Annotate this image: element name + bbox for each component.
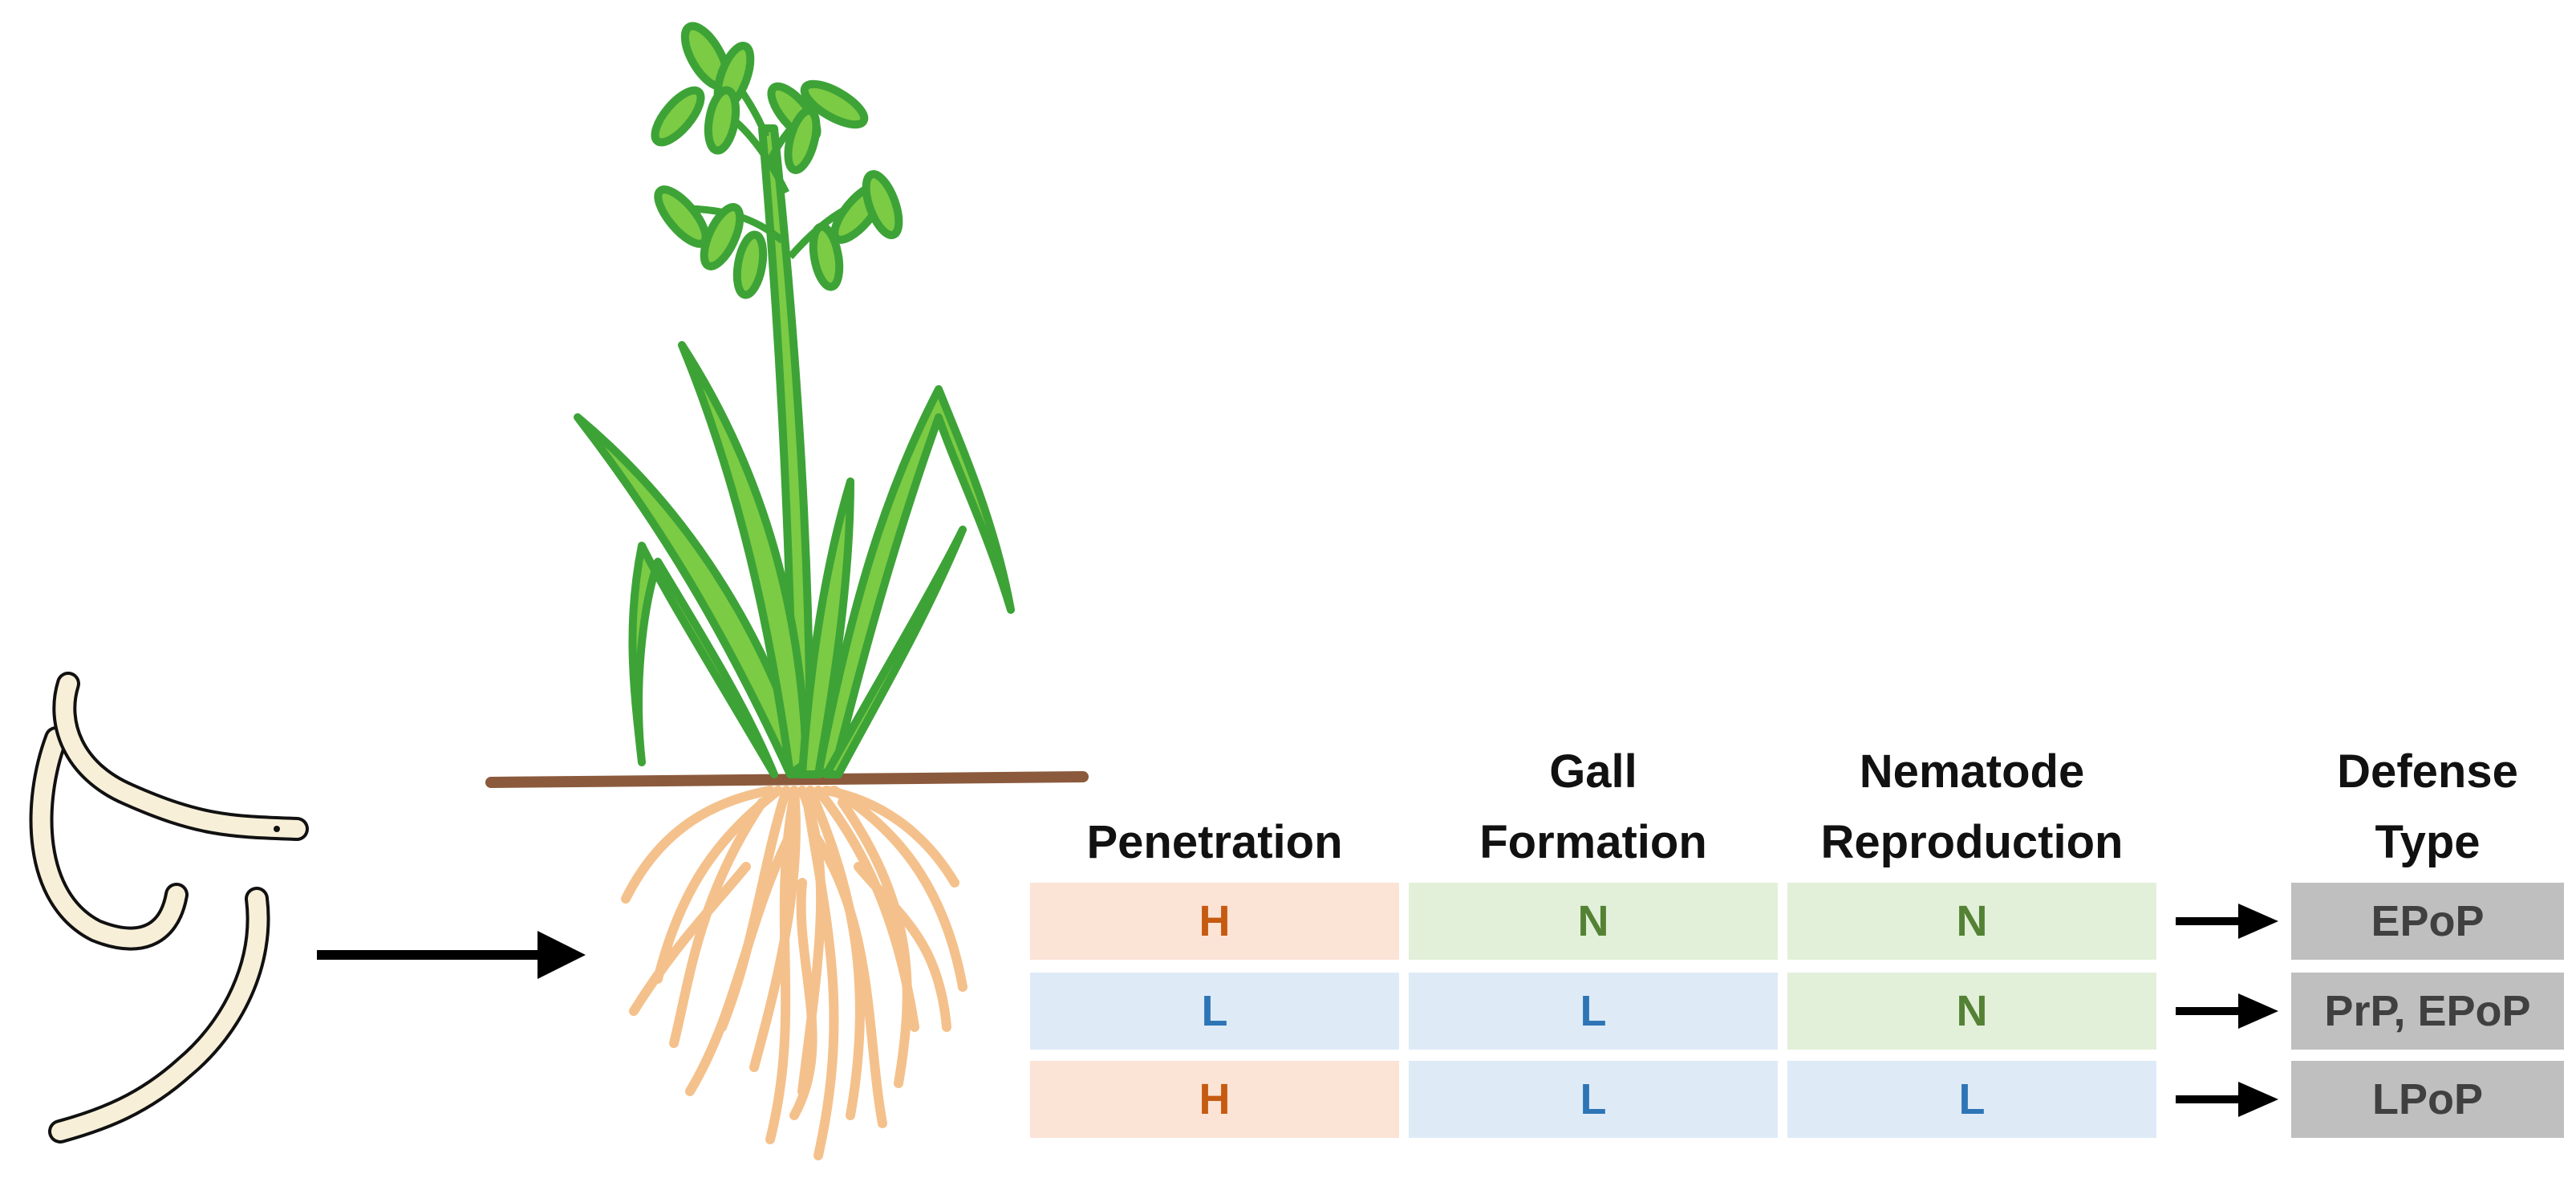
cell-nematode-reproduction-row3: L [1787,1061,2156,1138]
header-line2: Reproduction [1820,816,2124,868]
header-line2: Penetration [1086,816,1343,868]
plant-leaf [798,477,854,778]
cell-nematode-reproduction-row1: N [1787,883,2156,960]
header-line2: Formation [1479,816,1707,868]
nematode-icon [48,887,270,1143]
header-penetration: Penetration [1030,737,1399,878]
header-line1: Nematode [1859,745,2085,798]
nematode-icon [29,726,189,951]
header-line1: Defense [2337,745,2518,798]
cell-defense-type-row3: LPoP [2291,1061,2564,1138]
plant-leaf [628,542,778,778]
cell-gall-formation-row2: L [1409,973,1778,1050]
cell-defense-type-row1: EPoP [2291,883,2564,960]
header-line1 [1030,737,1399,807]
cell-defense-type-row2: PrP, EPoP [2291,973,2564,1050]
root-system [621,786,968,1160]
plant-stem [758,124,814,778]
cell-penetration-row3: H [1030,1061,1399,1138]
header-gall-formation: Gall Formation [1409,737,1778,878]
header-line2: Type [2375,816,2481,868]
plant-leaf [678,341,810,778]
header-defense-type: Defense Type [2291,737,2564,878]
nematode-head [274,826,280,832]
nematode-group [29,672,309,1143]
plant-leaf [822,526,967,778]
cell-penetration-row2: L [1030,973,1399,1050]
cell-gall-formation-row3: L [1409,1061,1778,1138]
arrow-right-icon [2176,993,2278,1029]
cell-penetration-row1: H [1030,883,1399,960]
cell-gall-formation-row1: N [1409,883,1778,960]
header-line1: Gall [1549,745,1637,798]
cell-nematode-reproduction-row2: N [1787,973,2156,1050]
plant-icon [574,22,1015,778]
nematode-icon [52,672,309,841]
soil-line [485,771,1089,788]
header-nematode-reproduction: Nematode Reproduction [1787,737,2156,878]
arrow-right-icon [317,931,586,979]
arrow-right-icon [2176,1082,2278,1117]
plant-leaf [814,385,1015,778]
arrow-right-icon [2176,904,2278,939]
plant-leaf [574,413,806,778]
